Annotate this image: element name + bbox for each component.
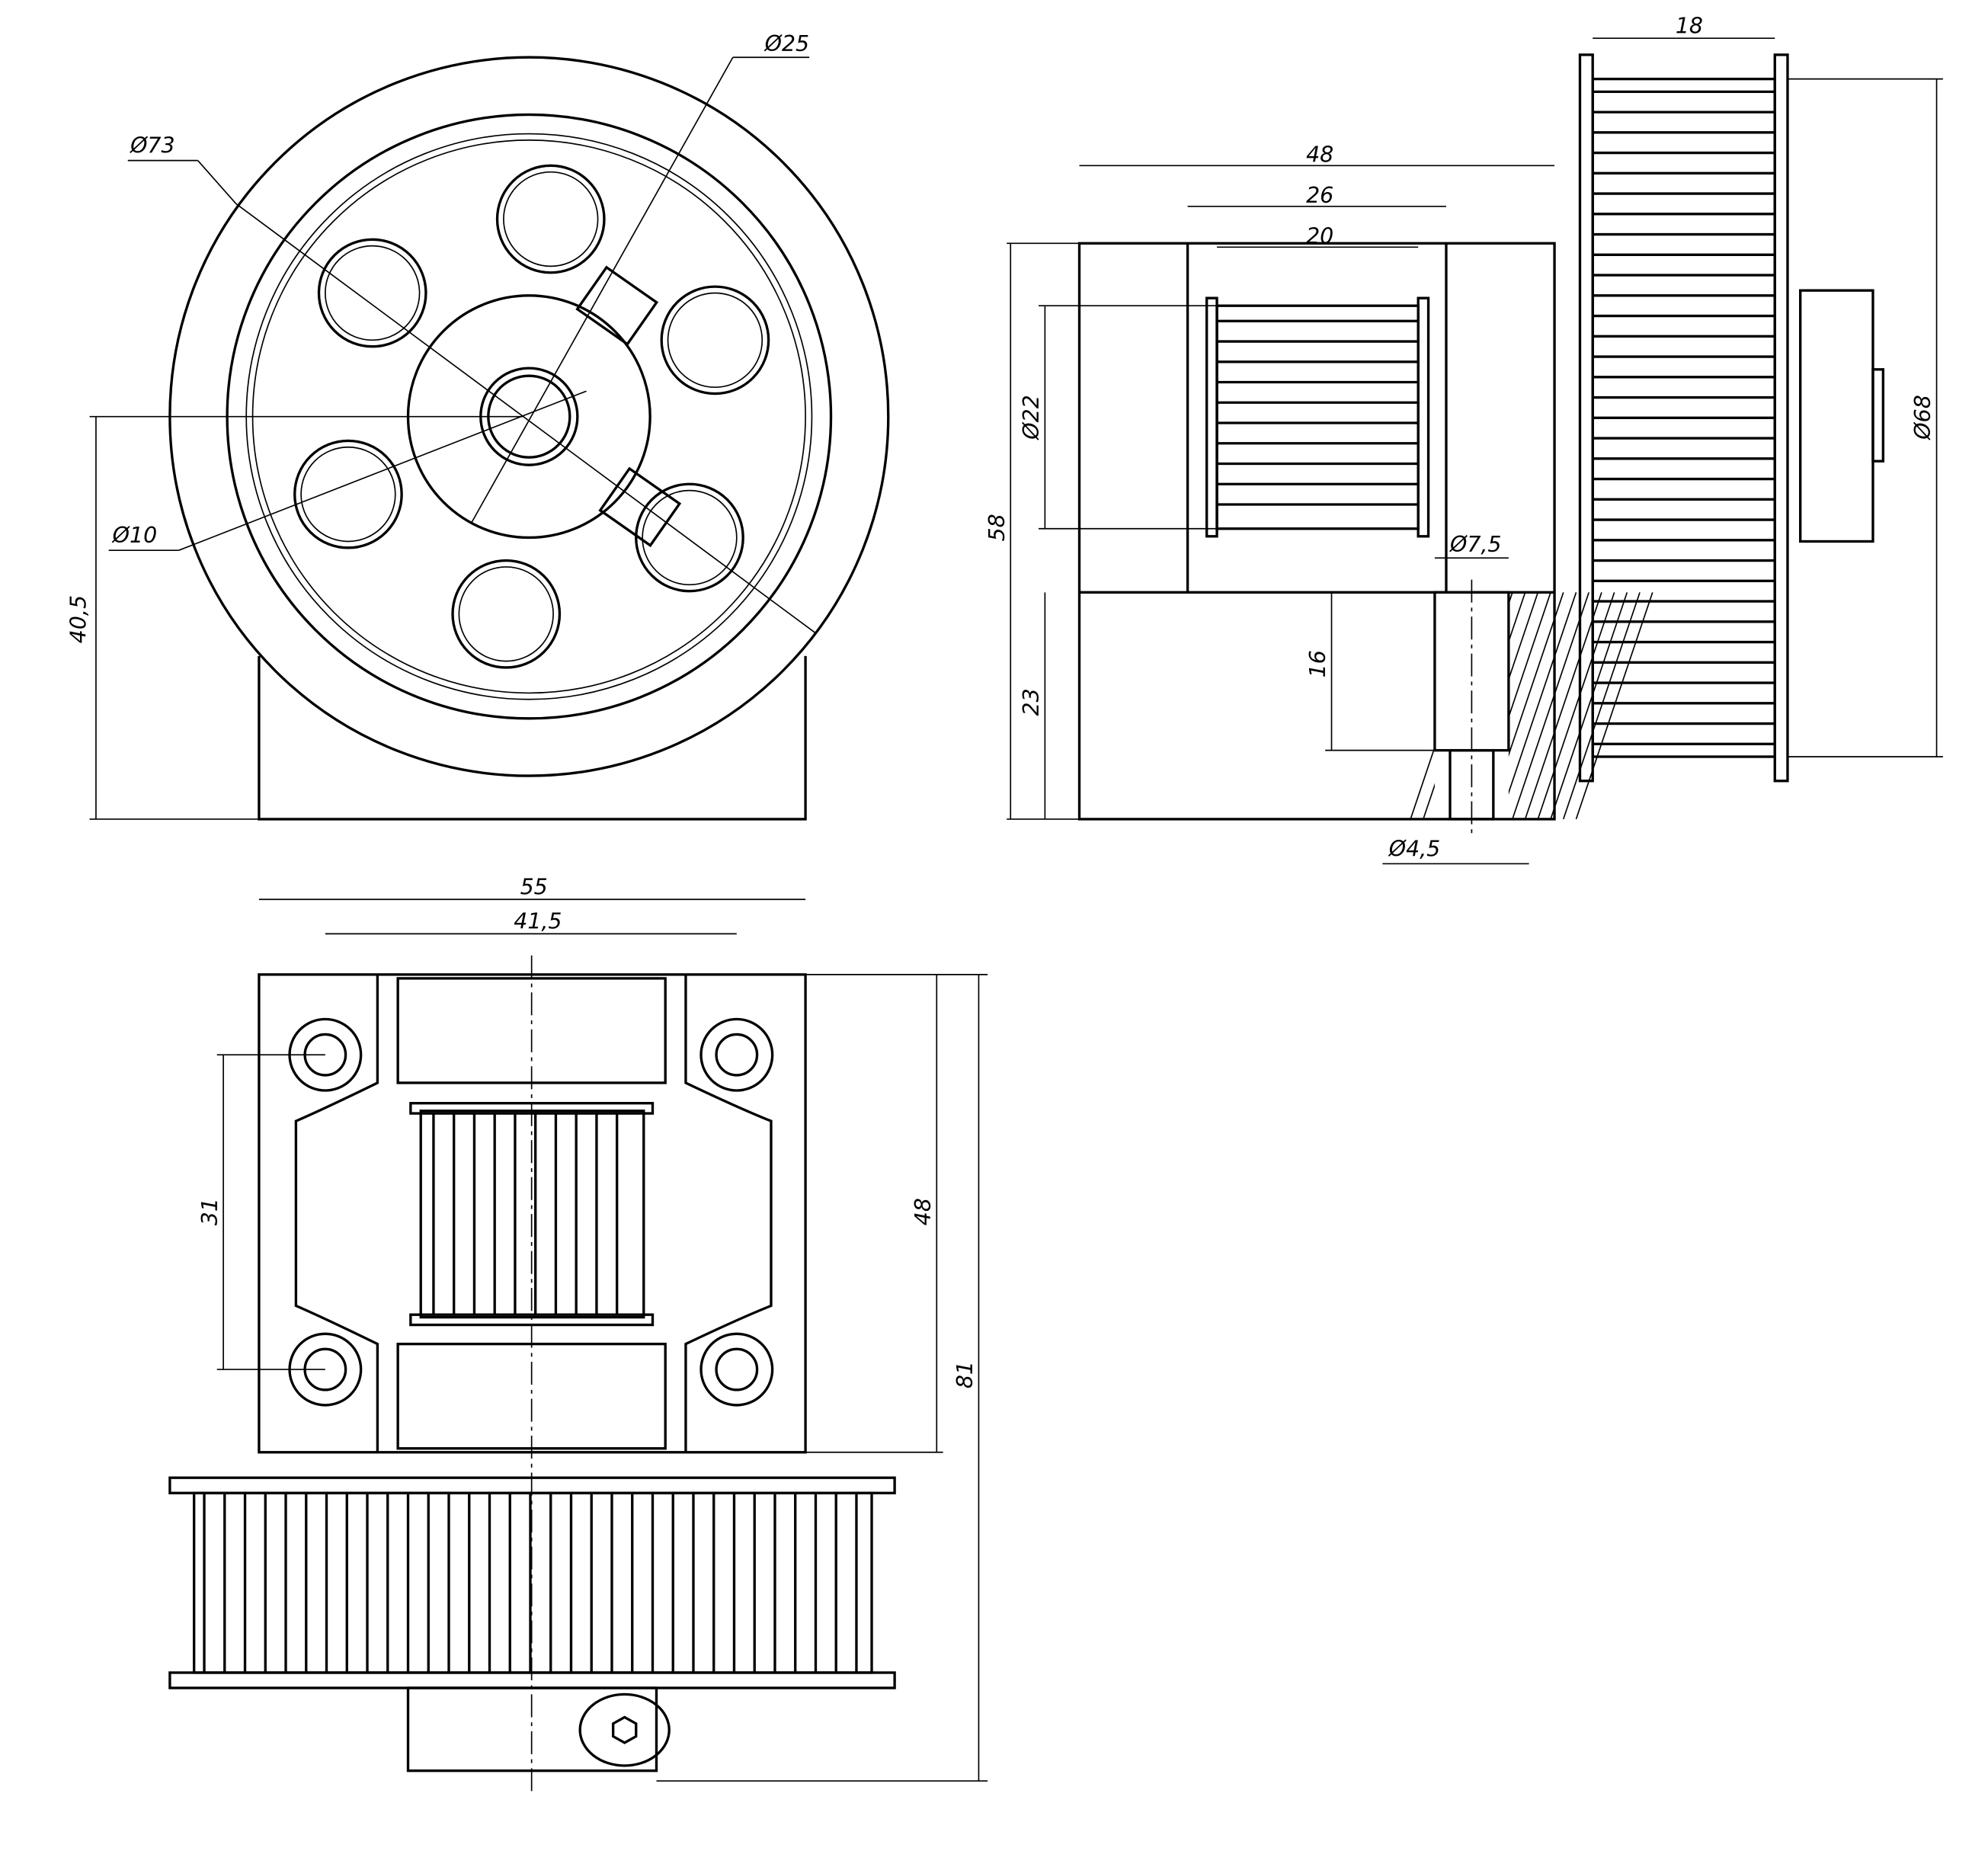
dim-81: 81 [952, 1361, 978, 1388]
dim-d25: Ø25 [764, 31, 810, 56]
dim-41-5: 41,5 [514, 909, 562, 934]
mounting-hole [495, 164, 606, 274]
section-hatch [1562, 592, 1641, 820]
side-view: 48 26 20 18 Ø22 58 23 16 Ø7,5 Ø4,5 Ø68 [984, 13, 1943, 865]
mounting-hole [317, 238, 427, 348]
bolt-hole [699, 1332, 774, 1407]
dim-23: 23 [1019, 688, 1044, 716]
top-view: 55 41,5 31 48 81 [168, 875, 988, 1797]
mounting-hole-inner [325, 245, 421, 341]
dim-58: 58 [984, 514, 1010, 541]
mounting-hole [293, 439, 403, 549]
dim-d4-5: Ø4,5 [1388, 836, 1441, 861]
mounting-hole-inner [642, 489, 738, 586]
dim-d73: Ø73 [130, 133, 175, 159]
mounting-hole-inner [503, 171, 599, 267]
dim-20: 20 [1306, 223, 1333, 248]
dim-48-top: 48 [911, 1198, 936, 1225]
mounting-hole-inner [300, 446, 396, 543]
mounting-hole [451, 559, 562, 669]
dim-31: 31 [197, 1198, 222, 1225]
mounting-hole [660, 285, 770, 395]
dim-d7-5: Ø7,5 [1449, 532, 1502, 557]
section-hatch [1512, 592, 1589, 820]
dim-18: 18 [1676, 13, 1703, 38]
bolt-hole-inner [715, 1033, 759, 1077]
dim-d68: Ø68 [1910, 395, 1935, 440]
dim-26: 26 [1306, 183, 1333, 208]
section-hatch [1499, 592, 1577, 820]
dim-d22: Ø22 [1019, 395, 1044, 440]
dim-40-5: 40,5 [66, 595, 91, 643]
section-hatch [1550, 592, 1628, 820]
bolt-hole [699, 1017, 774, 1092]
bolt-hole-inner [715, 1347, 759, 1391]
dim-48-side: 48 [1306, 142, 1333, 167]
mounting-hole-inner [667, 292, 764, 389]
front-view: Ø25 Ø73 Ø10 40,5 [66, 31, 890, 821]
mounting-hole-inner [458, 566, 554, 662]
section-hatch [1537, 592, 1615, 820]
dim-16: 16 [1305, 650, 1330, 677]
mounting-hole [635, 482, 744, 593]
section-hatch [1524, 592, 1602, 820]
dim-d10: Ø10 [112, 523, 158, 548]
section-hatch [1575, 592, 1653, 820]
dim-55: 55 [520, 875, 548, 900]
